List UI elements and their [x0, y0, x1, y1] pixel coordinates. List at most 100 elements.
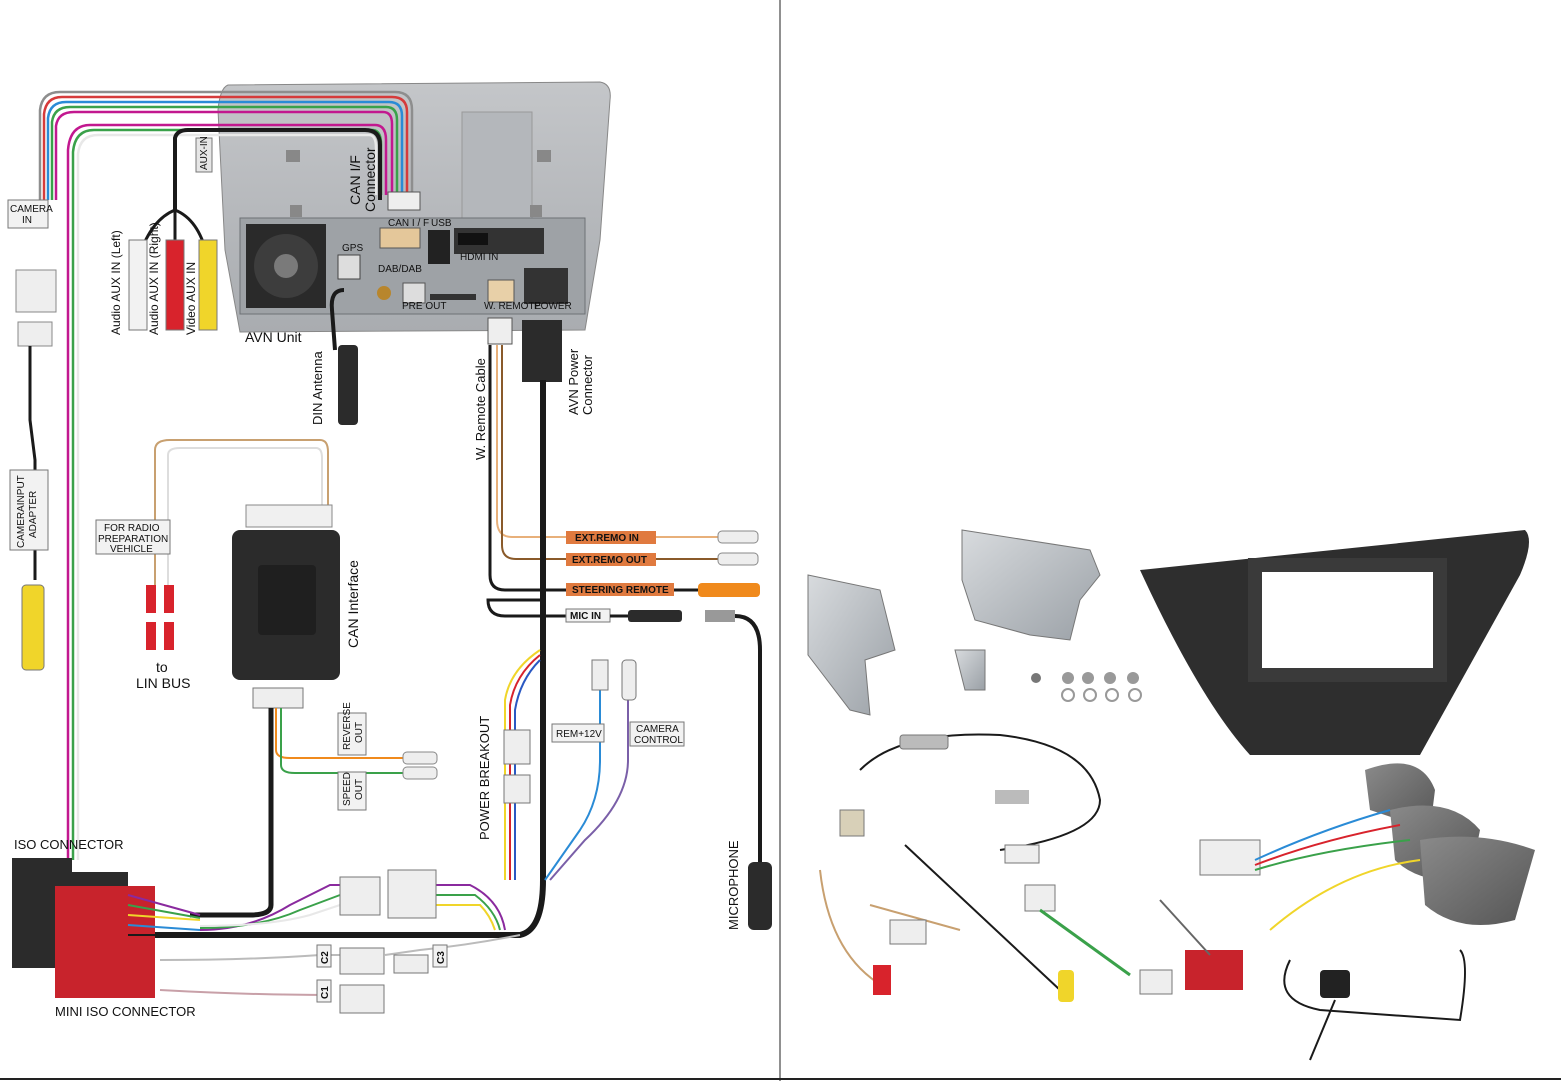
camera-input-adapter-label-2: ADAPTER: [28, 491, 39, 538]
c1-label: C1: [320, 986, 331, 999]
iso-connector-label: ISO CONNECTOR: [14, 837, 124, 852]
can-interface-label: CAN Interface: [345, 560, 361, 648]
power-breakout-wires: [504, 649, 629, 881]
to-lin-bus-label-1: to: [156, 659, 168, 675]
din-antenna-cable: [329, 288, 345, 351]
camera-control-label-1: CAMERA: [636, 724, 679, 735]
din-antenna-plug: [338, 345, 358, 425]
power-breakout-plug-2: [503, 774, 531, 804]
remote-wires: [70, 345, 566, 938]
camera-control-label-2: CONTROL: [634, 735, 683, 746]
aux-in-tag: [195, 137, 213, 173]
camera-in-tag: [7, 199, 49, 229]
camera-in-label-2: IN: [22, 215, 32, 226]
camera-input-adapter-label-1: CAMERAINPUT: [16, 475, 27, 548]
mounting-bracket-right: [961, 529, 1101, 641]
to-lin-bus-label-2: LIN BUS: [136, 675, 190, 691]
camera-in-plug: [15, 269, 57, 313]
c3-label: C3: [436, 951, 447, 964]
w-remote-cable-label: W. Remote Cable: [473, 358, 488, 460]
avn-power-connector-label-2: Connector: [580, 354, 595, 415]
camera-control-tag: [629, 721, 685, 747]
reverse-out-tag: [337, 712, 367, 756]
iso-connector: [12, 858, 201, 998]
audio-left-rca: [128, 239, 148, 331]
microphone-label: MICROPHONE: [726, 840, 741, 930]
avn-power-connector-plug: [522, 320, 562, 382]
w-remote-plug: [487, 317, 513, 345]
c3-plug: [393, 954, 429, 974]
ext-remo-in-tag: [566, 531, 656, 544]
can-if-connector-label-1: CAN I/F: [347, 155, 363, 205]
unit-power-label: POWER: [534, 301, 572, 312]
audio-right-rca: [165, 239, 185, 331]
aux-in-label: AUX-IN: [199, 136, 210, 170]
mini-iso-connector-label: MINI ISO CONNECTOR: [55, 1004, 196, 1019]
ext-remo-in-label: EXT.REMO IN: [575, 533, 639, 544]
for-radio-label-1: FOR RADIO: [104, 523, 160, 534]
mic-in-label: MIC IN: [570, 611, 601, 622]
rem-12v-plug: [591, 659, 609, 691]
power-breakout-plug-1: [503, 729, 531, 765]
for-radio-label-3: VEHICLE: [110, 544, 153, 555]
unit-dab-label: DAB/DAB: [378, 264, 422, 275]
c3-tag: [432, 944, 448, 968]
video-aux-in-label: Video AUX IN: [184, 262, 198, 335]
lin-bus-plugs: [146, 585, 174, 650]
can-out-plug: [252, 687, 304, 709]
ext-remo-out-tag: [566, 553, 656, 566]
iso-harness-plug-right: [387, 869, 437, 919]
iso-harness: [159, 884, 521, 996]
reverse-out-label-2: OUT: [354, 722, 365, 743]
reverse-out-label-1: REVERSE: [342, 702, 353, 750]
unit-usb-label: USB: [431, 218, 452, 229]
c2-tag: [316, 944, 332, 968]
unit-w-remote-label: W. REMOTE: [484, 301, 542, 312]
unit-pre-out-label: PRE OUT: [402, 301, 446, 312]
video-rca: [198, 239, 218, 331]
camera-rca-plug: [21, 584, 45, 671]
unit-gps-label: GPS: [342, 243, 363, 254]
mounting-bracket-left: [807, 574, 896, 716]
can-interface-connector: [245, 504, 333, 528]
unit-hdmi-label: HDMI IN: [460, 252, 498, 263]
c1-plug: [339, 984, 385, 1014]
main-harness: [1199, 763, 1535, 931]
camera-in-label-1: CAMERA: [10, 204, 53, 215]
for-radio-tag: [95, 519, 171, 555]
din-antenna-label: DIN Antenna: [310, 351, 325, 425]
audio-aux-right-label: Audio AUX IN (Right): [147, 222, 161, 335]
power-breakout-label: POWER BREAKOUT: [477, 716, 492, 840]
can-if-connector-label-2: Connector: [362, 147, 378, 212]
rem-12v-tag: [551, 723, 605, 743]
audio-aux-left-label: Audio AUX IN (Left): [109, 230, 123, 335]
ext-plugs: [610, 530, 772, 930]
camera-control-plug: [621, 659, 637, 701]
small-bracket: [954, 649, 986, 691]
speed-out-label-1: SPEED: [342, 772, 353, 806]
c2-plug: [339, 947, 385, 975]
can-if-plug: [387, 191, 421, 211]
steering-remote-label: STEERING REMOTE: [572, 585, 669, 596]
ext-remo-out-label: EXT.REMO OUT: [572, 555, 647, 566]
screws-icon: [1031, 672, 1142, 702]
iso-harness-plug-left: [339, 876, 381, 916]
usb-av-cable: [1283, 949, 1466, 1022]
speed-out-label-2: OUT: [354, 779, 365, 800]
trim-frame-opening: [1248, 558, 1447, 682]
avn-unit-label: AVN Unit: [245, 329, 302, 345]
for-radio-label-2: PREPARATION: [98, 534, 168, 545]
rem-12v-label: REM+12V: [556, 729, 602, 740]
c2-label: C2: [320, 951, 331, 964]
antenna-adapter-cable: [859, 733, 1102, 851]
steering-remote-tag: [566, 583, 674, 596]
camera-input-adapter-tag: [9, 469, 49, 551]
unit-can-if-label: CAN I / F: [388, 218, 429, 229]
usb-socket-icon: [1320, 970, 1350, 998]
kit-contents: [807, 529, 1535, 1061]
camera-adapter-plug: [17, 321, 53, 347]
radio-prep-wire: [154, 439, 329, 610]
c1-tag: [316, 979, 332, 1003]
mini-iso-adapter: [1185, 950, 1243, 990]
